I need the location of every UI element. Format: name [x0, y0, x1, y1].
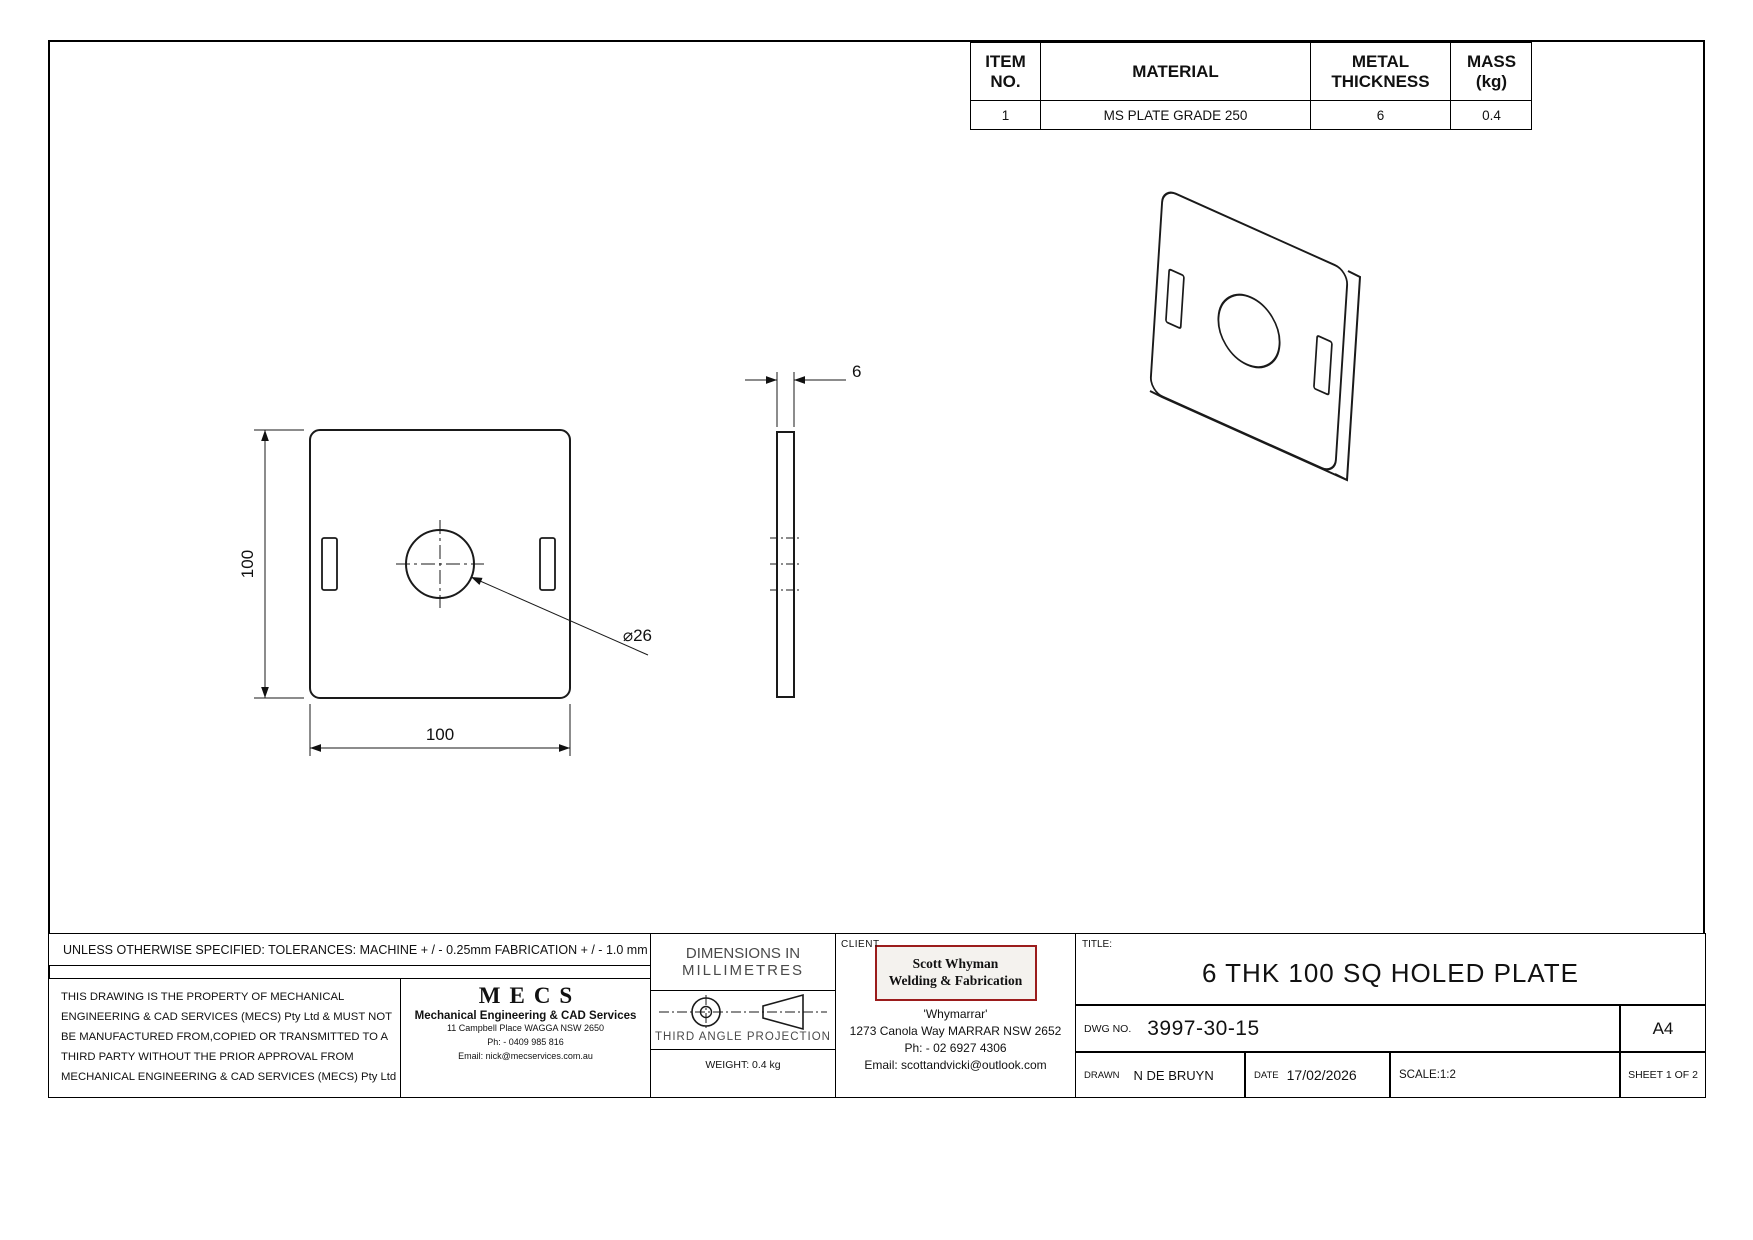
projection-column: DIMENSIONS IN MILLIMETRES THIRD ANGLE PR…: [650, 933, 836, 1098]
scale-value: SCALE:1:2: [1399, 1069, 1456, 1081]
property-line: BE MANUFACTURED FROM,COPIED OR TRANSMITT…: [61, 1031, 389, 1044]
dwg-no-label: DWG NO.: [1084, 1022, 1132, 1035]
dwg-no-cell: DWG NO. 3997-30-15: [1075, 1005, 1620, 1052]
client-label: CLIENT: [841, 939, 880, 950]
date-cell: DATE 17/02/2026: [1245, 1052, 1390, 1098]
bom-header-thickness-line2: THICKNESS: [1331, 71, 1430, 91]
third-angle-projection-icon: [659, 994, 827, 1031]
drawn-cell: DRAWN N DE BRUYN: [1075, 1052, 1245, 1098]
bom-material: MS PLATE GRADE 250: [1041, 101, 1311, 129]
bom-table: ITEM NO. MATERIAL METAL THICKNESS MASS (…: [970, 42, 1532, 130]
client-email: Email: scottandvicki@outlook.com: [864, 1058, 1047, 1073]
date-label: DATE: [1254, 1069, 1279, 1081]
scale-cell: SCALE:1:2: [1390, 1052, 1620, 1098]
bom-header-item-line1: ITEM: [985, 51, 1026, 71]
property-line: THIRD PARTY WITHOUT THE PRIOR APPROVAL F…: [61, 1051, 354, 1064]
client-phone: Ph: - 02 6927 4306: [904, 1041, 1007, 1056]
dwg-no-value: 3997-30-15: [1147, 1016, 1260, 1040]
projection-cell: THIRD ANGLE PROJECTION: [651, 991, 835, 1050]
bom-header-mass: MASS (kg): [1451, 43, 1532, 101]
bom-header-row: ITEM NO. MATERIAL METAL THICKNESS MASS (…: [971, 43, 1532, 101]
property-note: THIS DRAWING IS THE PROPERTY OF MECHANIC…: [48, 978, 401, 1098]
weight-text: WEIGHT: 0.4 kg: [705, 1058, 781, 1071]
mecs-logo: MECS: [478, 983, 582, 1008]
mecs-block: MECS Mechanical Engineering & CAD Servic…: [400, 978, 651, 1098]
bom-header-material-label: MATERIAL: [1132, 61, 1219, 81]
client-logo-line1: Scott Whyman: [912, 956, 999, 972]
bom-header-item-line2: NO.: [990, 71, 1021, 91]
weight-cell: WEIGHT: 0.4 kg: [651, 1050, 835, 1098]
bom-mass: 0.4: [1482, 107, 1501, 123]
mecs-name: Mechanical Engineering & CAD Services: [414, 1010, 637, 1022]
drawn-label: DRAWN: [1084, 1069, 1120, 1081]
mecs-address: 11 Campbell Place WAGGA NSW 2650: [446, 1023, 605, 1033]
title-label: TITLE:: [1082, 939, 1113, 950]
mecs-phone: Ph: - 0409 985 816: [487, 1036, 564, 1047]
property-line: MECHANICAL ENGINEERING & CAD SERVICES (M…: [61, 1071, 397, 1084]
date-value: 17/02/2026: [1286, 1067, 1357, 1083]
bom-header-mass-line2: (kg): [1475, 71, 1508, 91]
tolerance-text: UNLESS OTHERWISE SPECIFIED: TOLERANCES: …: [63, 942, 648, 957]
client-block: CLIENT Scott Whyman Welding & Fabricatio…: [835, 933, 1076, 1098]
drawn-by: N DE BRUYN: [1133, 1067, 1214, 1083]
drawing-title: 6 THK 100 SQ HOLED PLATE: [1201, 957, 1580, 988]
mecs-email: Email: nick@mecservices.com.au: [458, 1050, 593, 1061]
bom-header-thickness: METAL THICKNESS: [1311, 43, 1451, 101]
sheet-value: SHEET 1 OF 2: [1628, 1069, 1698, 1081]
dimensions-note-line1: DIMENSIONS IN: [685, 945, 801, 963]
paper-size-cell: A4: [1620, 1005, 1706, 1052]
client-address2: 1273 Canola Way MARRAR NSW 2652: [849, 1024, 1062, 1039]
property-line: THIS DRAWING IS THE PROPERTY OF MECHANIC…: [61, 991, 345, 1003]
client-address1: 'Whymarrar': [923, 1007, 988, 1021]
title-cell: TITLE: 6 THK 100 SQ HOLED PLATE: [1075, 933, 1706, 1005]
dimensions-note: DIMENSIONS IN MILLIMETRES: [651, 934, 835, 992]
dimensions-note-line2: MILLIMETRES: [681, 962, 805, 980]
bom-header-mass-line1: MASS: [1466, 51, 1517, 71]
bom-thickness: 6: [1311, 101, 1451, 129]
bom-header-material: MATERIAL: [1041, 43, 1311, 101]
bom-header-thickness-line1: METAL: [1351, 51, 1410, 71]
client-logo-line2: Welding & Fabrication: [888, 973, 1023, 988]
bom-data-row: 1 MS PLATE GRADE 250 6 0.4: [971, 101, 1531, 129]
client-info: 'Whymarrar' 1273 Canola Way MARRAR NSW 2…: [836, 1006, 1075, 1074]
property-line: ENGINEERING & CAD SERVICES (MECS) Pty Lt…: [61, 1011, 393, 1024]
sheet-cell: SHEET 1 OF 2: [1620, 1052, 1706, 1098]
tolerance-note: UNLESS OTHERWISE SPECIFIED: TOLERANCES: …: [48, 933, 651, 966]
bom-item-no: 1: [971, 101, 1041, 129]
bom-header-item: ITEM NO.: [971, 43, 1041, 101]
paper-size: A4: [1652, 1018, 1674, 1038]
client-logo: Scott Whyman Welding & Fabrication: [874, 945, 1037, 1001]
projection-label: THIRD ANGLE PROJECTION: [655, 1031, 831, 1044]
